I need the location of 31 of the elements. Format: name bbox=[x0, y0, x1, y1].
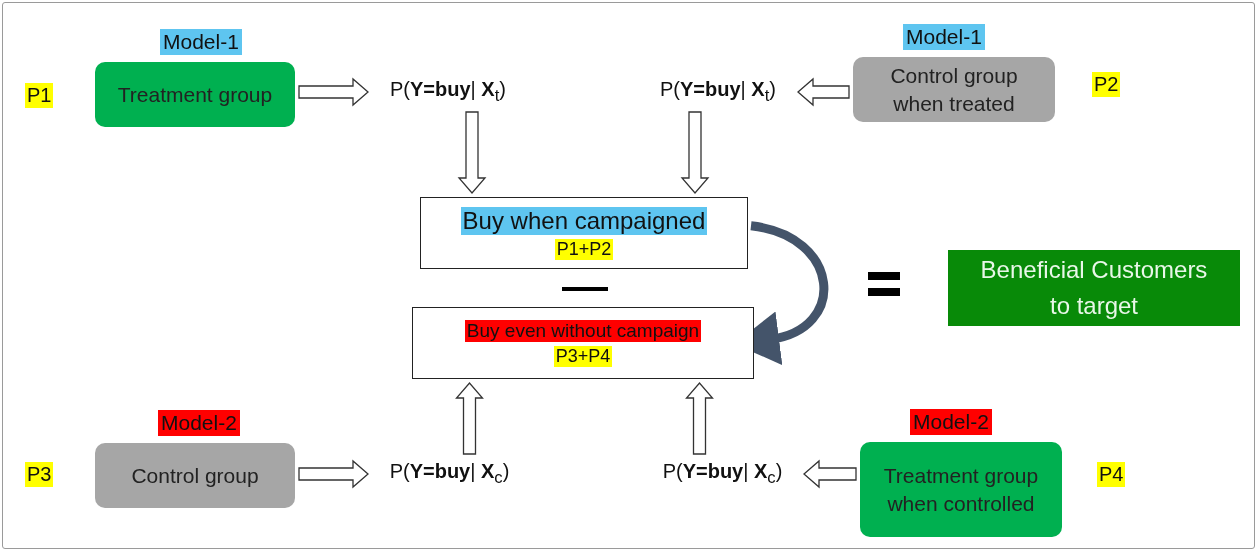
result-box bbox=[420, 197, 748, 269]
model-label: Model-1 bbox=[903, 24, 985, 50]
block-arrow bbox=[797, 77, 850, 107]
block-arrow bbox=[298, 77, 369, 107]
block-arrow bbox=[803, 459, 857, 489]
model-label: Model-2 bbox=[910, 409, 992, 435]
model-label: Model-2 bbox=[158, 410, 240, 436]
p-label: P1 bbox=[25, 83, 54, 108]
result-banner: Beneficial Customers to target bbox=[948, 250, 1240, 326]
formula-text: P(Y=buy| X$_{t}$) bbox=[660, 78, 776, 106]
formula-text: P(Y=buy| X$_{c}$) bbox=[662, 460, 783, 488]
p-label: P4 bbox=[1097, 462, 1126, 487]
block-arrow bbox=[680, 111, 710, 194]
block-arrow bbox=[685, 382, 714, 455]
block-arrow bbox=[457, 111, 487, 194]
p-label: P2 bbox=[1092, 72, 1121, 97]
box-text: Control group bbox=[130, 462, 260, 489]
sum-label: P3+P4 bbox=[553, 345, 613, 367]
box-text: Control group when treated bbox=[889, 63, 1019, 117]
formula-text: P(Y=buy| X$_{c}$) bbox=[389, 460, 510, 488]
model-label: Model-1 bbox=[160, 29, 242, 55]
box-text: Treatment group when controlled bbox=[882, 463, 1040, 517]
p-label: P3 bbox=[25, 462, 54, 487]
box-title: Buy when campaigned bbox=[460, 206, 708, 235]
block-arrow bbox=[298, 459, 369, 489]
formula-text: P(Y=buy| X$_{t}$) bbox=[390, 78, 506, 106]
sum-label: P1+P2 bbox=[554, 238, 614, 260]
box-title: Buy even without campaign bbox=[464, 319, 702, 342]
result-box bbox=[412, 307, 754, 379]
block-arrow bbox=[455, 382, 484, 455]
box-text: Treatment group bbox=[116, 81, 274, 108]
